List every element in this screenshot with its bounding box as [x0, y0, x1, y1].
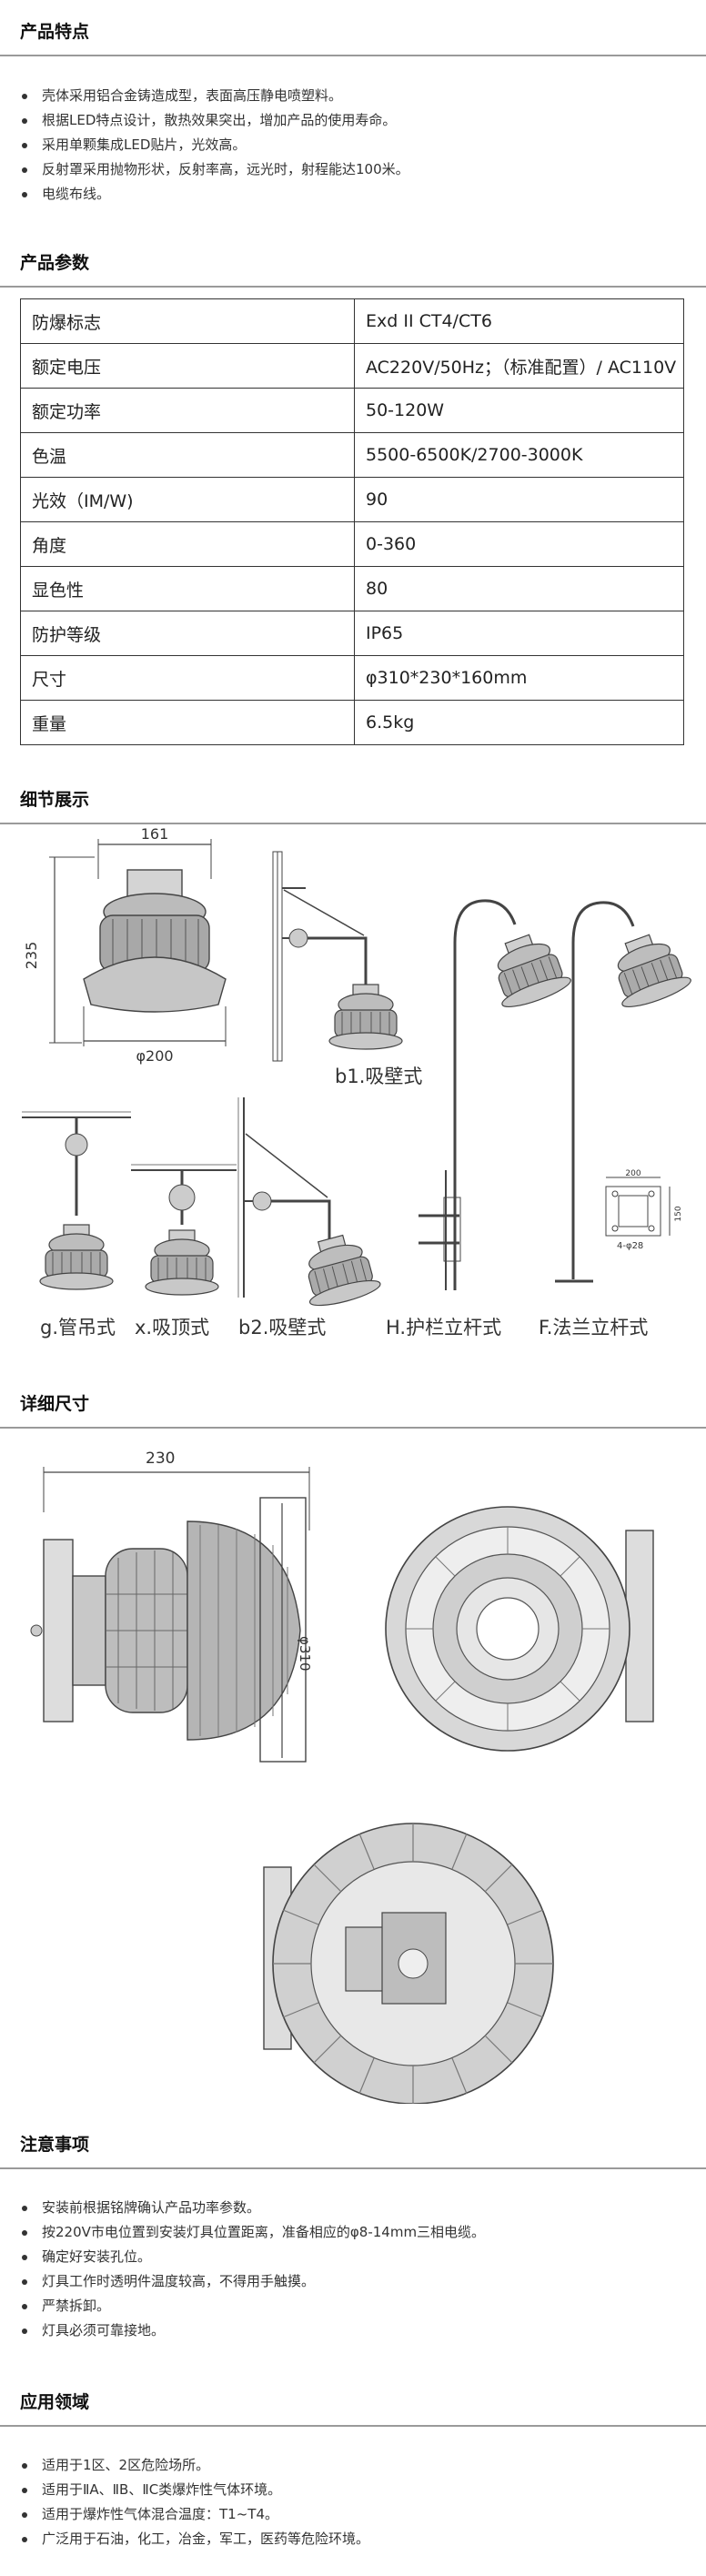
list-item: 适用于爆炸性气体混合温度：T1~T4。	[0, 2502, 369, 2527]
label-b1: b1.吸壁式	[335, 1066, 422, 1087]
flange-hole-label: 4-φ28	[617, 1241, 643, 1251]
bullet-dot	[22, 167, 27, 173]
list-item: 确定好安装孔位。	[0, 2245, 485, 2269]
dim-height-label: 235	[23, 942, 40, 970]
applications-title: 应用领域	[20, 2392, 90, 2412]
bullet-dot	[22, 2488, 27, 2493]
b2-wall-mount: b2.吸壁式	[237, 1097, 383, 1339]
bullet-dot	[22, 2255, 27, 2260]
front-view	[385, 1506, 654, 1752]
bullet-dot	[22, 118, 27, 124]
list-item: 根据LED特点设计，散热效果突出，增加产品的使用寿命。	[0, 108, 409, 133]
features-title: 产品特点	[20, 22, 90, 42]
dimension-drawings: 230 φ310	[0, 1430, 706, 2104]
dim-base-label: φ200	[136, 1047, 173, 1065]
list-item: 壳体采用铝合金铸造成型，表面高压静电喷塑料。	[0, 84, 409, 108]
label-x: x.吸顶式	[135, 1317, 209, 1339]
x-ceiling-mount: x.吸顶式	[131, 1164, 237, 1339]
bullet-dot	[22, 2463, 27, 2469]
list-item: 广泛用于石油，化工，冶金，军工，医药等危险环境。	[0, 2527, 369, 2551]
f-flange-pole: 200 150 4-φ28 F.法兰立杆式	[539, 901, 694, 1339]
bullet-dot	[22, 2279, 27, 2285]
features-list: 壳体采用铝合金铸造成型，表面高压静电喷塑料。 根据LED特点设计，散热效果突出，…	[0, 84, 409, 207]
label-f: F.法兰立杆式	[539, 1317, 648, 1339]
g-pipe-hang: g.管吊式	[22, 1111, 131, 1339]
bullet-dot	[22, 2512, 27, 2518]
label-b2: b2.吸壁式	[238, 1317, 326, 1339]
list-item: 电缆布线。	[0, 182, 409, 207]
details-title: 细节展示	[20, 790, 90, 810]
notes-list: 安装前根据铭牌确认产品功率参数。 按220V市电位置到安装灯具位置距离，准备相应…	[0, 2196, 485, 2343]
b1-wall-mount: b1.吸壁式	[272, 851, 422, 1087]
dim-230-label: 230	[146, 1450, 175, 1468]
list-item: 适用于ⅡA、ⅡB、ⅡC类爆炸性气体环境。	[0, 2478, 369, 2502]
bullet-dot	[22, 2537, 27, 2542]
list-item: 灯具必须可靠接地。	[0, 2318, 485, 2343]
features-divider	[0, 55, 706, 56]
h-guardrail-pole: H.护栏立杆式	[386, 899, 574, 1339]
rear-view	[263, 1823, 554, 2104]
bullet-dot	[22, 2230, 27, 2236]
flange-150-label: 150	[674, 1206, 683, 1221]
label-h: H.护栏立杆式	[386, 1317, 501, 1339]
bullet-dot	[22, 2329, 27, 2334]
side-view: 230 φ310	[30, 1450, 313, 1763]
dimensions-divider	[0, 1427, 706, 1429]
bullet-dot	[22, 192, 27, 197]
list-item: 安装前根据铭牌确认产品功率参数。	[0, 2196, 485, 2220]
params-title: 产品参数	[20, 253, 90, 273]
applications-divider	[0, 2425, 706, 2427]
list-item: 按220V市电位置到安装灯具位置距离，准备相应的φ8-14mm三相电缆。	[0, 2220, 485, 2245]
label-g: g.管吊式	[40, 1317, 116, 1339]
list-item: 适用于1区、2区危险场所。	[0, 2453, 369, 2478]
list-item: 灯具工作时透明件温度较高，不得用手触摸。	[0, 2269, 485, 2294]
dimension-drawings-svg: 230 φ310	[30, 1450, 654, 2104]
bullet-dot	[22, 2206, 27, 2211]
list-item: 严禁拆卸。	[0, 2294, 485, 2318]
flange-200-label: 200	[625, 1169, 640, 1178]
dim-width-label: 161	[141, 825, 169, 843]
dim-310-label: φ310	[297, 1636, 313, 1672]
list-item: 反射罩采用抛物形状，反射率高，远光时，射程能达100米。	[0, 157, 409, 182]
bullet-dot	[22, 94, 27, 99]
bullet-dot	[22, 2304, 27, 2309]
dimensions-title: 详细尺寸	[20, 1394, 90, 1414]
details-divider	[0, 823, 706, 824]
table-row: 光效（IM/W)90	[20, 477, 684, 522]
applications-list: 适用于1区、2区危险场所。 适用于ⅡA、ⅡB、ⅡC类爆炸性气体环境。 适用于爆炸…	[0, 2453, 369, 2551]
mounting-diagram: 161 235 φ200	[0, 824, 706, 1381]
list-item: 采用单颗集成LED贴片，光效高。	[0, 133, 409, 157]
lamp-dimension-view: 161 235 φ200	[23, 825, 227, 1065]
params-divider	[0, 286, 706, 288]
notes-divider	[0, 2167, 706, 2169]
mounting-diagram-svg: 161 235 φ200	[22, 825, 694, 1339]
notes-title: 注意事项	[20, 2135, 90, 2155]
bullet-dot	[22, 143, 27, 148]
